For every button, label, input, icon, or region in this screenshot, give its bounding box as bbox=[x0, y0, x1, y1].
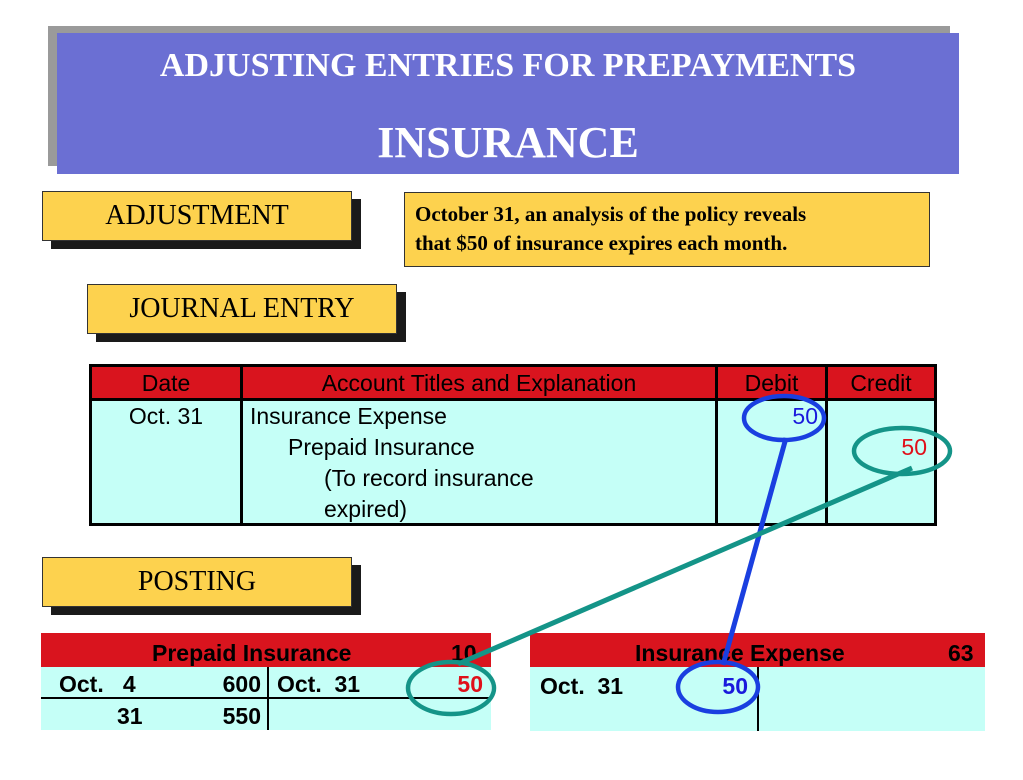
journal-credit-amount: 50 bbox=[901, 434, 927, 460]
journal-debit-amount: 50 bbox=[792, 403, 818, 429]
prepaid-row1-debit-date: Oct. 4 bbox=[59, 671, 136, 697]
prepaid-row1-credit-date: Oct. 31 bbox=[277, 671, 361, 697]
prepaid-row2-debit-amount: 550 bbox=[222, 703, 261, 729]
expense-t-divider bbox=[757, 667, 759, 731]
journal-entry-label: JOURNAL ENTRY bbox=[87, 284, 397, 334]
prepaid-row1-debit-amount: 600 bbox=[222, 671, 261, 697]
journal-credit-account: Prepaid Insurance bbox=[288, 434, 475, 460]
expense-row1-debit-date: Oct. 31 bbox=[540, 673, 624, 699]
journal-debit-circle bbox=[741, 393, 827, 443]
adjustment-label: ADJUSTMENT bbox=[42, 191, 352, 241]
journal-divider-3 bbox=[825, 367, 828, 523]
adjustment-note-line-1: October 31, an analysis of the policy re… bbox=[415, 202, 807, 226]
journal-table: Date Account Titles and Explanation Debi… bbox=[89, 364, 937, 526]
prepaid-t-line bbox=[41, 697, 491, 699]
prepaid-account-name: Prepaid Insurance bbox=[152, 640, 352, 666]
journal-header-credit: Credit bbox=[850, 370, 912, 396]
expense-account-name: Insurance Expense bbox=[635, 640, 845, 666]
prepaid-credit-circle bbox=[405, 659, 497, 717]
journal-header-debit: Debit bbox=[744, 370, 799, 396]
credit-posting-line bbox=[457, 465, 913, 667]
prepaid-row1-credit-amount: 50 bbox=[457, 671, 483, 697]
posting-label: POSTING bbox=[42, 557, 352, 607]
journal-header-account: Account Titles and Explanation bbox=[321, 370, 637, 396]
expense-debit-circle bbox=[675, 659, 761, 715]
prepaid-t-divider bbox=[267, 667, 269, 730]
expense-row1-debit-amount: 50 bbox=[722, 673, 748, 699]
journal-header-date: Date bbox=[141, 370, 191, 396]
journal-divider-1 bbox=[240, 367, 243, 523]
debit-posting-line bbox=[720, 437, 789, 666]
journal-explanation-line-2: expired) bbox=[324, 496, 408, 522]
title-line-1: ADJUSTING ENTRIES FOR PREPAYMENTS bbox=[159, 47, 857, 84]
journal-date: Oct. 31 bbox=[128, 403, 204, 429]
journal-explanation-line-1: (To record insurance bbox=[324, 465, 534, 491]
title-line-2: INSURANCE bbox=[377, 118, 639, 167]
journal-credit-circle bbox=[851, 425, 953, 477]
prepaid-row2-debit-date: 31 bbox=[117, 703, 143, 729]
expense-account-header bbox=[530, 633, 985, 667]
journal-debit-account: Insurance Expense bbox=[250, 403, 447, 429]
adjustment-note-line-2: that $50 of insurance expires each month… bbox=[415, 231, 788, 255]
prepaid-insurance-account: Prepaid Insurance 10 Oct. 4 600 Oct. 31 … bbox=[41, 633, 491, 730]
journal-divider-2 bbox=[715, 367, 718, 523]
title-banner: ADJUSTING ENTRIES FOR PREPAYMENTS INSURA… bbox=[57, 33, 959, 174]
adjustment-note: October 31, an analysis of the policy re… bbox=[404, 192, 930, 267]
prepaid-account-header bbox=[41, 633, 491, 667]
expense-account-number: 63 bbox=[948, 640, 974, 666]
